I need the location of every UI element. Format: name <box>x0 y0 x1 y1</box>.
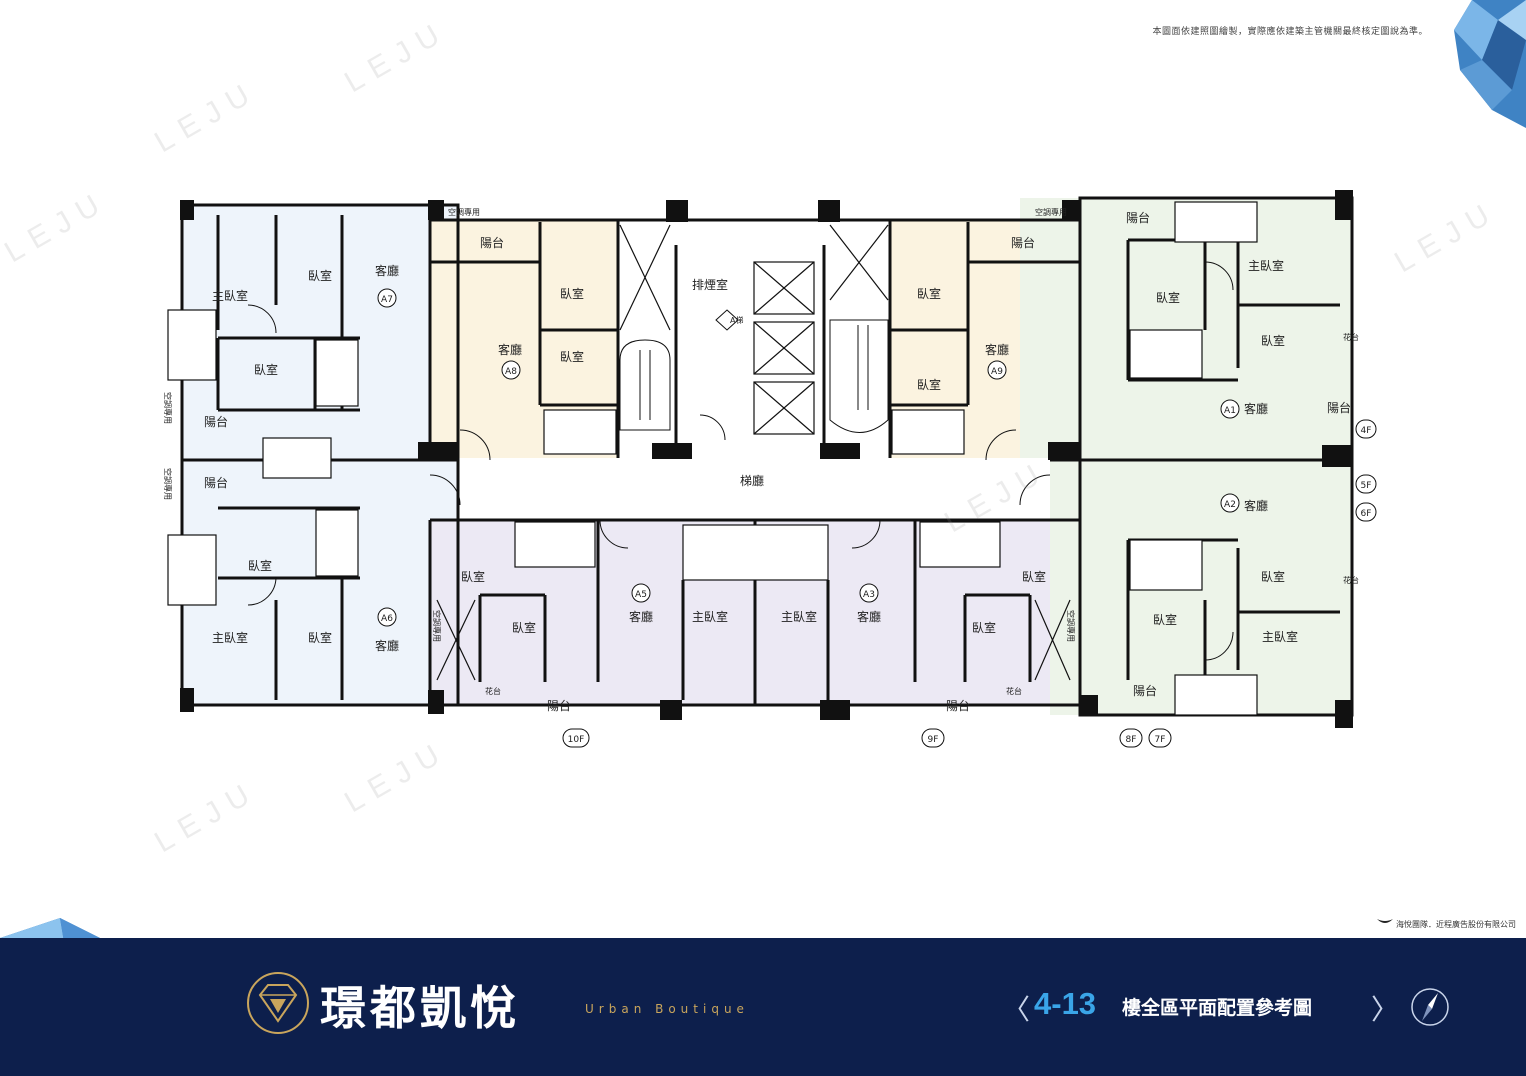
room-label: 客廳 <box>629 609 653 624</box>
room-label: 主臥室 <box>212 630 248 645</box>
floor-tag: 6F <box>1361 509 1372 519</box>
room-label: 臥室 <box>917 286 941 301</box>
ac-label: 空調專用 <box>1035 207 1067 217</box>
room-label: 客廳 <box>498 342 522 357</box>
room-label: 臥室 <box>1261 333 1285 348</box>
unit-A7-area <box>182 205 458 460</box>
stair-marker: A梯 <box>730 315 743 325</box>
floor-tag: 9F <box>928 735 939 745</box>
brand-logo-icon <box>247 972 309 1034</box>
floor-tag: 8F <box>1126 735 1137 745</box>
unit-A6-area <box>182 460 458 705</box>
room-label: 臥室 <box>512 620 536 635</box>
credits-logo-icon <box>1377 919 1393 923</box>
floor-tag: 4F <box>1361 426 1372 436</box>
room-label: 臥室 <box>1156 290 1180 305</box>
doors <box>247 261 1234 661</box>
ac-label: 空調專用 <box>163 392 173 424</box>
room-label: 花台 <box>1343 332 1359 342</box>
room-label: 陽台 <box>480 235 504 250</box>
prev-page-button[interactable]: 〈 <box>1002 993 1031 1026</box>
brand-subtitle: Urban Boutique <box>585 1002 749 1016</box>
disclaimer-text: 本圖面依建照圖繪製，實際應依建築主管機關最終核定圖說為準。 <box>1152 27 1428 37</box>
room-label: 客廳 <box>857 609 881 624</box>
footer-banner <box>0 938 1526 1076</box>
room-label: 主臥室 <box>1248 258 1284 273</box>
room-label: 陽台 <box>204 475 228 490</box>
unit-badge-A3: A3 <box>863 590 875 600</box>
room-label: 花台 <box>1343 575 1359 585</box>
ac-label: 空調專用 <box>448 207 480 217</box>
room-label: 臥室 <box>308 630 332 645</box>
credits-text: 海悅團隊．近程廣告股份有限公司 <box>1396 920 1516 929</box>
elevators <box>436 224 1071 681</box>
unit-badge-labels: A7 A6 A8 A9 A5 A3 A1 A2 A梯 <box>381 295 1236 624</box>
room-label: 臥室 <box>461 569 485 584</box>
room-label: 花台 <box>485 686 501 696</box>
room-label: 臥室 <box>248 558 272 573</box>
room-label: 客廳 <box>375 638 399 653</box>
lobby-area <box>458 458 1050 520</box>
room-label: 臥室 <box>1022 569 1046 584</box>
floor-tag: 10F <box>568 735 585 745</box>
room-label: 臥室 <box>560 286 584 301</box>
floor-range: 4-13 <box>1034 986 1097 1021</box>
unit-badge-A1: A1 <box>1224 406 1236 416</box>
unit-badge-A2: A2 <box>1224 500 1236 510</box>
ac-label: 空調專用 <box>432 610 442 642</box>
floor-tag: 5F <box>1361 481 1372 491</box>
room-label: 陽台 <box>1126 210 1150 225</box>
room-label: 臥室 <box>972 620 996 635</box>
next-page-button[interactable]: 〉 <box>1371 993 1400 1026</box>
ac-label: 空調專用 <box>1066 610 1076 642</box>
gem-decoration-top-right <box>1454 0 1526 128</box>
room-label: 陽台 <box>547 698 571 713</box>
room-label: 陽台 <box>946 698 970 713</box>
room-label: 客廳 <box>985 342 1009 357</box>
bath-fixtures <box>167 201 1258 716</box>
room-label: 臥室 <box>308 268 332 283</box>
unit-fills <box>182 198 1352 715</box>
room-label: 臥室 <box>917 377 941 392</box>
smoke-room-label: 排煙室 <box>692 277 728 292</box>
room-label: 主臥室 <box>212 288 248 303</box>
room-label: 臥室 <box>1153 612 1177 627</box>
ac-label: 空調專用 <box>163 468 173 500</box>
floor-plan: A7 A6 A8 A9 A5 A3 A1 A2 A梯 主臥室 臥室 客廳 臥室 … <box>163 190 1377 748</box>
walls <box>180 196 1354 717</box>
unit-badge-A8: A8 <box>505 367 517 377</box>
room-labels: 主臥室 臥室 客廳 臥室 陽台 臥室 主臥室 臥室 客廳 陽台 陽台 臥室 客廳… <box>163 207 1359 713</box>
brand-title: 璟都凱悅 <box>320 981 520 1035</box>
unit-badge-A7: A7 <box>381 295 393 305</box>
lobby-label: 梯廳 <box>740 473 764 488</box>
unit-badge-A5: A5 <box>635 590 647 600</box>
room-label: 主臥室 <box>781 609 817 624</box>
floor-tags <box>562 419 1377 748</box>
plan-caption: 樓全區平面配置參考圖 <box>1122 997 1313 1019</box>
floor-tag-labels: 4F 5F 6F 10F 9F 8F 7F <box>568 426 1372 745</box>
floor-tag: 7F <box>1155 735 1166 745</box>
room-label: 臥室 <box>1261 569 1285 584</box>
room-label: 陽台 <box>204 414 228 429</box>
north-arrow-icon <box>1411 988 1449 1026</box>
room-label: 臥室 <box>254 362 278 377</box>
room-label: 客廳 <box>375 263 399 278</box>
room-label: 陽台 <box>1011 235 1035 250</box>
unit-badges <box>377 288 1240 627</box>
room-label: 客廳 <box>1244 401 1268 416</box>
unit-badge-A6: A6 <box>381 614 393 624</box>
room-label: 主臥室 <box>692 609 728 624</box>
unit-badge-A9: A9 <box>991 367 1003 377</box>
columns <box>180 190 1353 728</box>
room-label: 主臥室 <box>1262 629 1298 644</box>
room-label: 客廳 <box>1244 498 1268 513</box>
stairs <box>619 319 889 433</box>
room-label: 花台 <box>1006 686 1022 696</box>
room-label: 陽台 <box>1133 683 1157 698</box>
room-label: 陽台 <box>1327 400 1351 415</box>
room-label: 臥室 <box>560 349 584 364</box>
